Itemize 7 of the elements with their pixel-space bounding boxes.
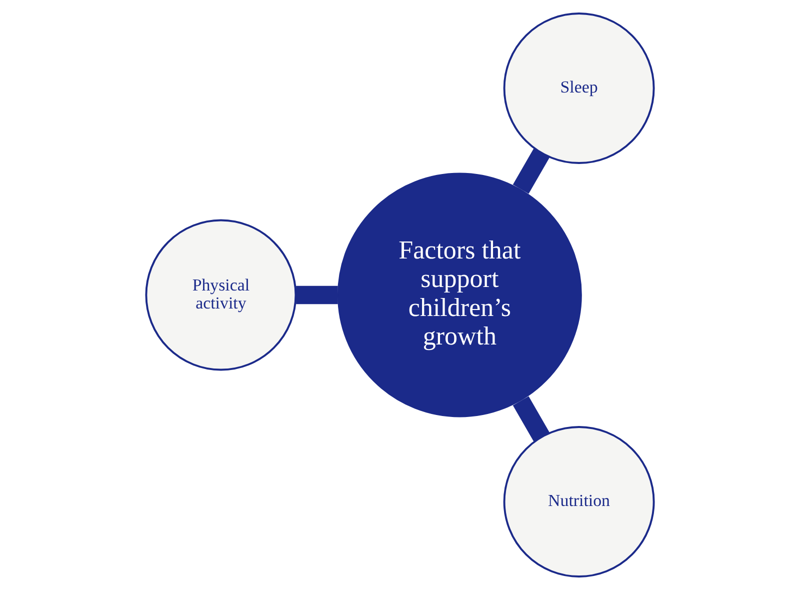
node-circle: Sleep — [503, 12, 655, 164]
node-circle: Factors that support children’s growth — [337, 172, 582, 418]
connector — [512, 396, 550, 442]
connector — [512, 148, 550, 194]
node-circle: Nutrition — [503, 426, 655, 578]
node-circle: Physical activity — [145, 219, 297, 371]
connector — [296, 286, 338, 304]
